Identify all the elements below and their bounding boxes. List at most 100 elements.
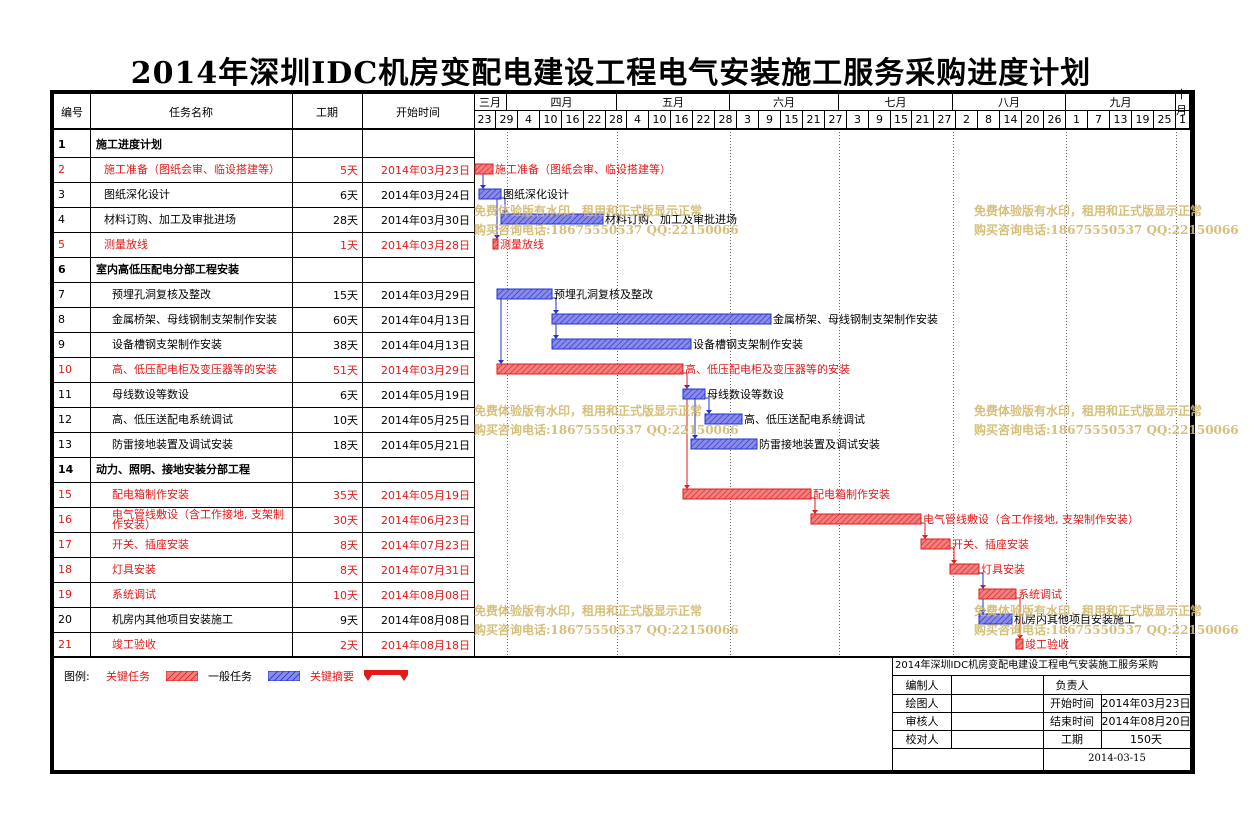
info-title: 2014年深圳IDC机房变配电建设工程电气安装施工服务采购	[893, 656, 1191, 676]
task-name: 施工准备（图纸会审、临设搭建等）	[104, 162, 280, 176]
critical-task-bar[interactable]	[496, 363, 684, 375]
divider	[893, 712, 1191, 713]
task-name: 图纸深化设计	[104, 187, 170, 201]
normal-task-bar[interactable]	[690, 438, 758, 450]
critical-task-bar[interactable]	[1015, 638, 1024, 650]
normal-task-bar[interactable]	[704, 413, 743, 425]
divider	[1043, 748, 1044, 770]
divider	[362, 94, 363, 657]
watermark: 免费体验版有水印，租用和正式版显示正常购买咨询电话:18675550537 QQ…	[974, 404, 1239, 437]
timeline-day: 27	[825, 111, 847, 128]
watermark: 免费体验版有水印，租用和正式版显示正常购买咨询电话:18675550537 QQ…	[474, 204, 739, 237]
timeline-day: 22	[584, 111, 606, 128]
critical-task-bar[interactable]	[949, 563, 980, 575]
task-duration: 51天	[333, 363, 358, 377]
timeline-day: 28	[606, 111, 627, 128]
timeline-day: 2	[956, 111, 978, 128]
task-bar-label: 竣工验收	[1025, 637, 1069, 651]
normal-task-bar[interactable]	[496, 288, 553, 300]
normal-task-bar[interactable]	[978, 613, 1013, 625]
task-name: 设备槽钢支架制作安装	[112, 337, 222, 351]
table-header: 编号 任务名称 工期 开始时间	[54, 94, 474, 130]
task-number: 10	[58, 363, 72, 376]
col-header-num: 编号	[61, 106, 83, 119]
info-start-value: 2014年03月23日	[1101, 697, 1191, 710]
timeline-day: 15	[891, 111, 912, 128]
task-duration: 6天	[340, 388, 358, 402]
task-duration	[294, 132, 358, 157]
divider	[292, 94, 293, 657]
task-bar-label: 机房内其他项目安装施工	[1014, 612, 1135, 626]
normal-task-bar[interactable]	[478, 188, 502, 200]
normal-task-bar[interactable]	[551, 338, 692, 350]
dependency-arrowhead	[980, 610, 986, 614]
critical-task-bar[interactable]	[810, 513, 922, 525]
critical-task-bar[interactable]	[920, 538, 951, 550]
task-bar-label: 配电箱制作安装	[813, 487, 890, 501]
task-number: 20	[58, 613, 72, 626]
legend-summary-label: 关键摘要	[310, 670, 354, 683]
critical-task-bar[interactable]	[978, 588, 1017, 600]
task-bar-label: 高、低压送配电系统调试	[744, 412, 865, 426]
info-start-label: 开始时间	[1050, 697, 1094, 710]
task-start: 2014年03月28日	[381, 238, 470, 252]
info-drawer-label: 绘图人	[905, 697, 939, 710]
critical-task-bar[interactable]	[474, 163, 494, 175]
critical-task-bar[interactable]	[682, 488, 812, 500]
task-start: 2014年08月08日	[381, 588, 470, 602]
task-start: 2014年08月08日	[381, 613, 470, 627]
task-bar-label: 测量放线	[500, 237, 544, 251]
timeline-day: 27	[934, 111, 956, 128]
normal-task-bar[interactable]	[500, 213, 604, 225]
task-start: 2014年07月31日	[381, 563, 470, 577]
timeline-day: 1	[1066, 111, 1088, 128]
task-start: 2014年04月13日	[381, 313, 470, 327]
timeline-day: 21	[803, 111, 825, 128]
dependency-link	[705, 397, 710, 414]
timeline-month: 七月	[839, 94, 953, 110]
task-name: 防雷接地装置及调试安装	[112, 437, 233, 451]
normal-task-bar[interactable]	[551, 313, 772, 325]
dependency-link	[683, 372, 688, 489]
task-start	[364, 457, 470, 482]
task-duration: 60天	[333, 313, 358, 327]
task-name: 预埋孔洞复核及整改	[112, 287, 211, 301]
task-bar-label: 施工准备（图纸会审、临设搭建等）	[495, 162, 671, 176]
dependency-arrowhead	[1017, 635, 1023, 639]
timeline-day: 13	[1110, 111, 1132, 128]
dependency-arrowhead	[922, 535, 928, 539]
dependency-link	[552, 297, 557, 339]
timeline-day: 15	[781, 111, 803, 128]
task-duration: 1天	[340, 238, 358, 252]
normal-task-bar[interactable]	[682, 388, 706, 400]
task-bar-label: 预埋孔洞复核及整改	[554, 287, 653, 301]
task-name: 配电箱制作安装	[112, 487, 189, 501]
task-duration: 18天	[333, 438, 358, 452]
task-number: 5	[58, 238, 65, 251]
col-header-duration: 工期	[316, 106, 338, 119]
divider	[893, 694, 1191, 695]
critical-task-bar[interactable]	[492, 238, 499, 250]
